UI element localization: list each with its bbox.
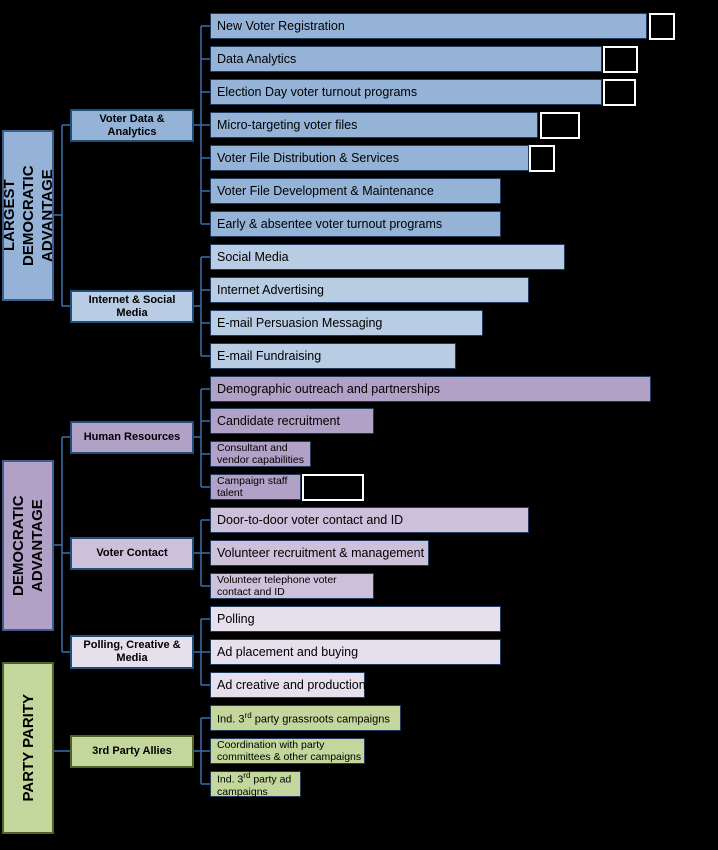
item-bar: E-mail Fundraising — [210, 343, 456, 369]
item-label: Micro-targeting voter files — [217, 118, 358, 132]
category-label: PARTY PARITY — [19, 694, 37, 802]
connector — [193, 618, 210, 686]
connector — [193, 25, 210, 225]
group-voter-data-analytics: Voter Data & Analytics — [70, 109, 194, 142]
group-polling-creative-media: Polling, Creative & Media — [70, 635, 194, 669]
category-democratic-advantage: DEMOCRATIC ADVANTAGE — [2, 460, 54, 631]
group-label: Human Resources — [83, 431, 181, 443]
item-label: Ad creative and production — [217, 678, 366, 692]
category-label: DEMOCRATIC ADVANTAGE — [10, 495, 46, 596]
item-bar: Micro-targeting voter files — [210, 112, 538, 138]
item-label: Election Day voter turnout programs — [217, 85, 418, 99]
item-bar: Voter File Distribution & Services — [210, 145, 529, 171]
group-human-resources: Human Resources — [70, 421, 194, 454]
category-largest-democratic-advantage: LARGEST DEMOCRATIC ADVANTAGE — [0, 130, 56, 301]
group-3rd-party-allies: 3rd Party Allies — [70, 735, 194, 768]
outlined-box — [649, 13, 675, 40]
group-label: Internet & Social Media — [88, 293, 176, 319]
group-voter-contact: Voter Contact — [70, 537, 194, 570]
group-label: Voter Data & Analytics — [99, 112, 165, 138]
connector — [193, 519, 210, 587]
group-label: 3rd Party Allies — [92, 745, 172, 757]
item-bar: Early & absentee voter turnout programs — [210, 211, 501, 237]
item-label: Volunteer telephone voter contact and ID — [217, 574, 337, 598]
item-bar: Consultant and vendor capabilities — [210, 441, 311, 467]
item-label: Internet Advertising — [217, 283, 325, 297]
outlined-box — [540, 112, 580, 139]
item-label: Social Media — [217, 250, 289, 264]
group-label: Voter Contact — [96, 547, 168, 559]
connector — [193, 388, 210, 488]
category-party-parity: PARTY PARITY — [2, 662, 54, 834]
item-bar: Social Media — [210, 244, 565, 270]
connector — [53, 124, 70, 307]
item-label: Ad placement and buying — [217, 645, 359, 659]
item-bar: Ind. 3rd party ad campaigns — [210, 771, 301, 798]
item-bar: Ad placement and buying — [210, 639, 501, 665]
category-label: LARGEST DEMOCRATIC ADVANTAGE — [0, 165, 56, 266]
item-bar: Coordination with party committees & oth… — [210, 738, 365, 764]
item-label: Early & absentee voter turnout programs — [217, 217, 443, 231]
item-label: Polling — [217, 612, 255, 626]
connector — [193, 717, 210, 785]
item-bar: Door-to-door voter contact and ID — [210, 507, 529, 533]
item-label: Candidate recruitment — [217, 414, 340, 428]
item-label: Door-to-door voter contact and ID — [217, 513, 404, 527]
item-bar: Demographic outreach and partnerships — [210, 376, 651, 402]
item-bar: New Voter Registration — [210, 13, 647, 39]
item-bar: Campaign staff talent — [210, 474, 301, 500]
outlined-box — [529, 145, 555, 172]
connector — [53, 436, 70, 653]
item-label: E-mail Fundraising — [217, 349, 322, 363]
item-label: Demographic outreach and partnerships — [217, 382, 441, 396]
item-bar: Candidate recruitment — [210, 408, 374, 434]
item-bar: Data Analytics — [210, 46, 602, 72]
item-label: Volunteer recruitment & management — [217, 546, 425, 560]
connector — [193, 256, 210, 357]
item-bar: Internet Advertising — [210, 277, 529, 303]
item-label: Consultant and vendor capabilities — [217, 442, 304, 466]
group-label: Polling, Creative & Media — [83, 639, 181, 664]
item-label: Ind. 3rd party grassroots campaigns — [217, 710, 390, 726]
outlined-box — [302, 474, 364, 501]
outlined-box — [603, 79, 636, 106]
item-bar: Election Day voter turnout programs — [210, 79, 602, 105]
item-bar: E-mail Persuasion Messaging — [210, 310, 483, 336]
item-label: Coordination with party committees & oth… — [217, 739, 362, 763]
item-label: E-mail Persuasion Messaging — [217, 316, 383, 330]
item-label: Data Analytics — [217, 52, 297, 66]
item-bar: Ad creative and production — [210, 672, 366, 698]
item-label: Ind. 3rd party ad campaigns — [217, 771, 292, 798]
outlined-box — [603, 46, 638, 73]
item-bar: Volunteer recruitment & management — [210, 540, 429, 566]
item-bar: Volunteer telephone voter contact and ID — [210, 573, 374, 599]
item-label: Campaign staff talent — [217, 475, 288, 499]
item-bar: Voter File Development & Maintenance — [210, 178, 501, 204]
item-bar: Polling — [210, 606, 501, 632]
item-bar: Ind. 3rd party grassroots campaigns — [210, 705, 401, 731]
item-label: Voter File Distribution & Services — [217, 151, 400, 165]
item-label: Voter File Development & Maintenance — [217, 184, 434, 198]
group-internet-social-media: Internet & Social Media — [70, 290, 194, 323]
item-label: New Voter Registration — [217, 19, 345, 33]
